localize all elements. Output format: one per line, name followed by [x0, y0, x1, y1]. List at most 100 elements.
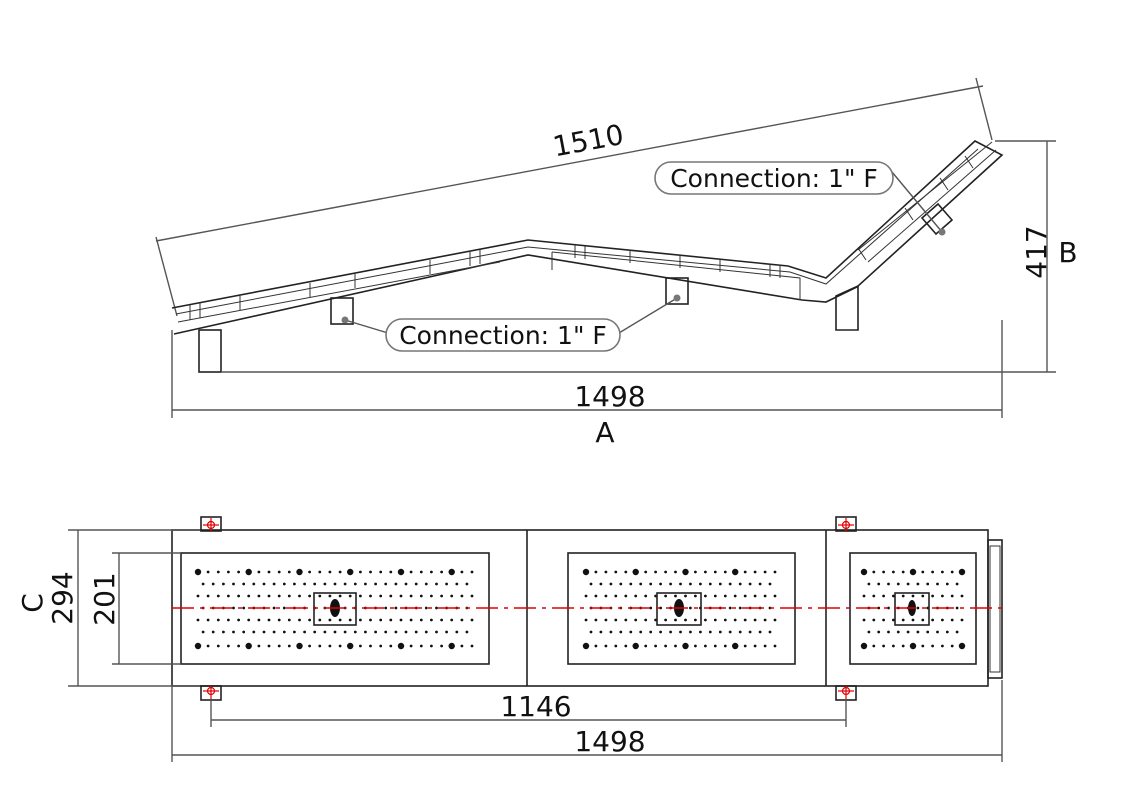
perforation-dot	[584, 594, 588, 598]
perforation-dot	[216, 594, 220, 598]
perforation-dot	[232, 606, 235, 610]
perforation-dot	[632, 568, 639, 576]
perforation-dot	[237, 618, 241, 622]
perforation-dot	[689, 582, 692, 586]
perforation-dot	[440, 570, 443, 574]
perforation-dot	[950, 594, 954, 598]
perforation-dot	[206, 594, 210, 598]
perforation-dot	[245, 642, 252, 650]
perforation-dot	[318, 618, 322, 622]
perforation-dot	[758, 630, 762, 634]
perforation-dot	[287, 570, 291, 574]
dim-height-text: 417	[1020, 225, 1053, 278]
perforation-dot	[694, 594, 697, 598]
perforation-dot	[404, 630, 408, 634]
perforation-dot	[384, 606, 388, 610]
perforation-dot	[384, 582, 388, 586]
perforation-dot	[892, 594, 895, 598]
perforation-dot	[201, 582, 205, 586]
perforation-dot	[455, 630, 459, 634]
perforation-dot	[882, 594, 885, 598]
perforation-dot	[267, 594, 271, 598]
perforation-dot	[318, 644, 322, 648]
center-connector-middle	[656, 592, 702, 626]
dot-pattern	[194, 568, 966, 650]
perforation-dot	[713, 644, 717, 648]
perforation-dot	[277, 644, 281, 648]
perforation-dot	[649, 630, 653, 634]
connection-bracket-middle	[665, 277, 689, 305]
center-connector-right	[894, 592, 930, 626]
perforation-dot	[619, 582, 623, 586]
perforation-dot	[379, 618, 383, 622]
perforation-dot	[296, 642, 303, 650]
perforation-dot	[896, 582, 900, 586]
perforation-dot	[763, 570, 767, 574]
perforation-dot	[941, 594, 944, 598]
perforation-dot	[206, 570, 210, 574]
perforation-dot	[303, 582, 306, 586]
perforation-dot	[659, 630, 662, 634]
perforation-dot	[460, 644, 464, 648]
perforation-dot	[659, 582, 662, 586]
perforation-dot	[450, 618, 454, 622]
perforation-dot	[614, 570, 618, 574]
perforation-dot	[419, 594, 423, 598]
perforation-dot	[877, 630, 881, 634]
perforation-dot	[465, 630, 469, 634]
perforation-dot	[287, 618, 291, 622]
perforation-dot	[689, 630, 692, 634]
perforation-dot	[409, 618, 413, 622]
perforation-dot	[723, 594, 727, 598]
label-height: B	[1058, 236, 1077, 269]
perforation-dot	[639, 630, 643, 634]
perforation-dot	[379, 570, 383, 574]
perforation-dot	[882, 618, 885, 622]
perforation-dot	[196, 594, 200, 598]
perforation-dot	[397, 568, 405, 576]
perforation-dot	[282, 582, 286, 586]
perforation-dot	[369, 594, 372, 598]
perforation-dot	[196, 618, 200, 622]
perforation-dot	[614, 594, 618, 598]
perforation-dot	[374, 630, 377, 634]
perforation-dot	[470, 570, 474, 574]
perforation-dot	[955, 606, 959, 610]
perforation-dot	[359, 570, 362, 574]
perforation-dot	[338, 570, 342, 574]
perforation-dot	[328, 644, 332, 648]
perforation-dot	[589, 630, 593, 634]
perforation-dot	[901, 644, 905, 648]
perforation-dot	[609, 630, 613, 634]
perforation-dot	[460, 594, 464, 598]
perforation-dot	[584, 618, 588, 622]
perforation-dot	[424, 630, 428, 634]
side-view: 1510	[155, 77, 1078, 449]
perforation-dot	[950, 570, 954, 574]
perforation-dot	[318, 594, 322, 598]
perforation-dot	[222, 582, 225, 586]
perforation-dot	[704, 644, 707, 648]
perforation-dot	[323, 582, 327, 586]
perforation-dot	[232, 630, 235, 634]
perforation-dot	[435, 582, 438, 586]
perforation-dot	[926, 630, 930, 634]
perforation-dot	[921, 644, 925, 648]
perforation-dot	[227, 594, 230, 598]
perforation-dot	[604, 570, 608, 574]
perforation-dot	[936, 630, 939, 634]
perforation-dot	[699, 582, 702, 586]
perforation-dot	[926, 582, 930, 586]
perforation-dot	[738, 630, 742, 634]
mounting-blocks	[200, 516, 857, 701]
perforation-dot	[313, 630, 317, 634]
perforation-dot	[470, 644, 474, 648]
perforation-dot	[669, 582, 672, 586]
perforation-dot	[245, 568, 252, 576]
perforation-dot	[435, 606, 438, 610]
perforation-dot	[728, 582, 732, 586]
perforation-dot	[639, 582, 643, 586]
perforation-dot	[624, 594, 628, 598]
perforation-dot	[333, 582, 337, 586]
perforation-dot	[753, 570, 757, 574]
